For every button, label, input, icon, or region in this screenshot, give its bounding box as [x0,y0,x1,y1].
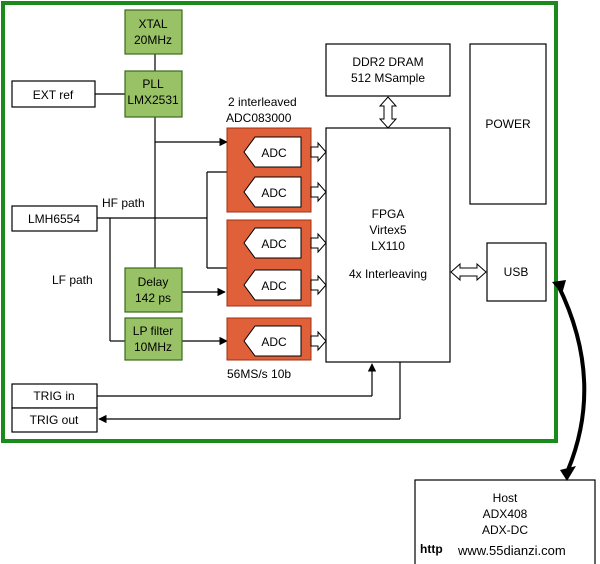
watermark-site: www.55dianzi.com [457,543,566,558]
usb-host-link-top-arrowhead [552,280,566,294]
host-box [414,479,596,564]
trig-out-block [11,407,98,433]
hf-path-label: HF path [102,196,145,210]
delay-block [124,267,183,313]
adc-1-label: ADC [261,146,287,160]
usb-host-link [556,284,587,471]
xtal-label: XTAL [138,17,167,31]
host-dc-label: ADX-DC [482,523,528,537]
power-block [469,43,547,205]
lf-path-label: LF path [52,273,93,287]
usb-block [486,242,547,302]
fpga-part-label: LX110 [371,239,405,253]
trig-in-block [11,383,98,409]
xtal-block [124,9,183,55]
fpga-usb-arrow [450,262,487,282]
lp-filter-block [124,317,183,361]
ddr-block [325,43,451,97]
lp-filter-label: LP filter [133,324,173,338]
adc-3-arrow [310,232,327,254]
delay-value-label: 142 ps [135,291,171,305]
trig-out-label: TRIG out [30,413,79,427]
adc-5-label: ADC [261,335,287,349]
sample-rate-label: 56MS/s 10b [227,367,291,381]
ext-ref-block [11,80,96,108]
ddr-capacity-label: 512 MSample [351,71,425,85]
ddr-label: DDR2 DRAM [352,55,423,69]
adc-2-arrow [310,181,327,203]
host-label: Host [493,491,518,505]
pll-label: PLL [142,77,164,91]
adc-4-shape [243,269,302,301]
adc-4-arrow [310,274,327,296]
usb-host-link-bottom-arrowhead [560,466,576,481]
xtal-freq-label: 20MHz [134,33,172,47]
host-model-label: ADX408 [483,507,528,521]
lmh-block [11,205,98,232]
adc-group-part: ADC083000 [226,111,292,125]
pll-block [124,70,183,118]
fpga-label: FPGA [372,207,405,221]
watermark-prefix: http [420,542,443,556]
board-outline [1,1,558,443]
delay-label: Delay [138,275,169,289]
adc-5-shape [243,325,302,357]
power-label: POWER [485,117,531,131]
adc-2-label: ADC [261,186,287,200]
trig-in-label: TRIG in [33,389,74,403]
adc-1-arrow [310,141,327,163]
pll-part-label: LMX2531 [127,93,179,107]
fpga-function-label: 4x Interleaving [349,267,427,281]
adc-4-label: ADC [261,279,287,293]
adc-to-fpga-arrows [310,141,327,352]
lp-filter-freq-label: 10MHz [134,340,172,354]
adc-1-shape [243,136,302,168]
adc-5-arrow [310,330,327,352]
adc-group-title: 2 interleaved [228,95,297,109]
usb-label: USB [504,265,529,279]
wires [95,54,401,424]
ext-ref-label: EXT ref [33,88,74,102]
adc-3-shape [243,227,302,259]
lmh-label: LMH6554 [28,212,80,226]
fpga-family-label: Virtex5 [369,223,406,237]
adc-2-shape [243,176,302,208]
adc-shapes [243,136,302,357]
ddr-fpga-arrow [378,96,398,129]
fpga-block [325,127,451,363]
adc-3-label: ADC [261,237,287,251]
